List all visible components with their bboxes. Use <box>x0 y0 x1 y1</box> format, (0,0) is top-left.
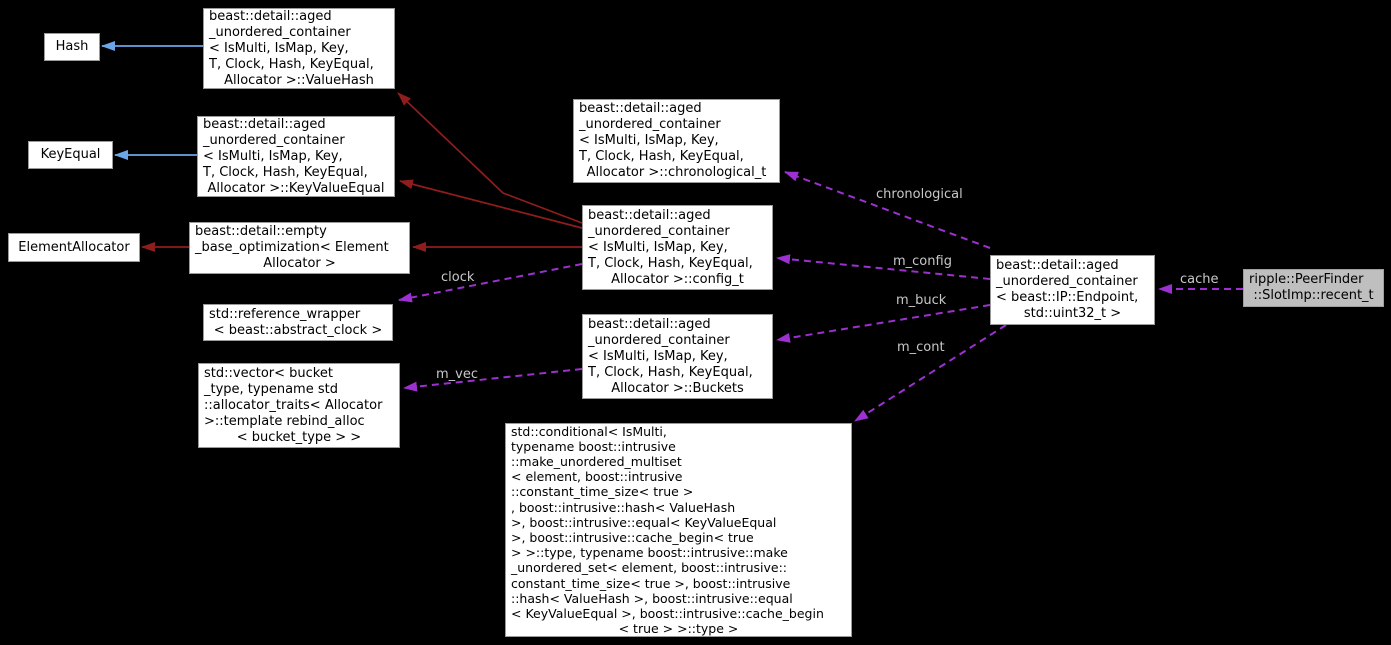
node-keyequal[interactable]: KeyEqual <box>28 141 113 169</box>
edge-label-m-vec: m_vec <box>436 367 479 382</box>
node-valuehash[interactable]: beast::detail::aged_unordered_container<… <box>203 8 395 89</box>
node-std-conditional[interactable]: std::conditional< IsMulti,typename boost… <box>505 423 852 637</box>
edge-m-config-arrow <box>776 254 991 280</box>
edge-clock-arrow <box>398 263 583 303</box>
edge-label-cache: cache <box>1180 272 1219 287</box>
edge-m-buck-arrow <box>776 304 991 343</box>
node-config-t[interactable]: beast::detail::aged_unordered_container<… <box>582 205 773 290</box>
node-empty-base-optimization[interactable]: beast::detail::empty_base_optimization< … <box>189 222 410 274</box>
node-aged-unordered-container[interactable]: beast::detail::aged_unordered_container<… <box>990 255 1155 325</box>
node-chronological-t[interactable]: beast::detail::aged_unordered_container<… <box>573 99 780 183</box>
edge-configt-to-keyvalueequal-arrow <box>399 179 583 229</box>
edge-label-chronological: chronological <box>876 187 963 202</box>
node-elementallocator[interactable]: ElementAllocator <box>8 233 140 262</box>
edge-label-m-config: m_config <box>893 254 952 269</box>
edge-label-clock: clock <box>441 270 475 285</box>
edge-label-m-buck: m_buck <box>896 293 947 308</box>
node-vector[interactable]: std::vector< bucket_type, typename std::… <box>198 363 400 448</box>
node-reference-wrapper[interactable]: std::reference_wrapper< beast::abstract_… <box>203 304 393 341</box>
edge-label-m-cont: m_cont <box>897 340 945 355</box>
node-recent-t-highlighted[interactable]: ripple::PeerFinder::SlotImp::recent_t <box>1243 269 1384 307</box>
edge-chronological-arrow <box>784 171 991 249</box>
edge-configt-to-valuehash-arrow <box>397 92 583 224</box>
node-hash[interactable]: Hash <box>44 33 100 61</box>
node-buckets[interactable]: beast::detail::aged_unordered_container<… <box>582 314 773 399</box>
edge-m-vec-arrow <box>403 368 583 392</box>
node-keyvalueequal[interactable]: beast::detail::aged_unordered_container<… <box>197 116 395 197</box>
